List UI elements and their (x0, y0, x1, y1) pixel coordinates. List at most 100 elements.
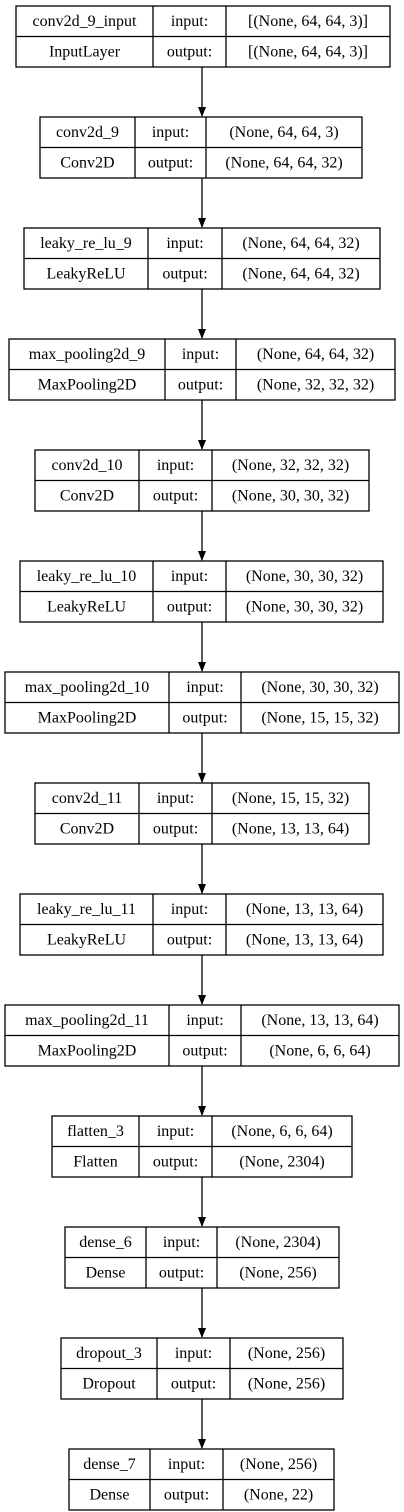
output-shape: (None, 15, 15, 32) (261, 709, 378, 726)
layer-name: dense_6 (79, 1234, 131, 1251)
input-port-label: input: (157, 457, 194, 474)
layer-class: Conv2D (60, 154, 114, 171)
layer-class: Conv2D (60, 820, 114, 837)
layer-class: LeakyReLU (47, 598, 127, 615)
output-port-label: output: (153, 487, 198, 504)
output-shape: (None, 256) (239, 1264, 316, 1281)
input-shape: (None, 64, 64, 32) (257, 346, 374, 363)
input-port-label: input: (171, 901, 208, 918)
output-port-label: output: (153, 1153, 198, 1170)
output-shape: (None, 6, 6, 64) (269, 1042, 370, 1059)
layer-name: conv2d_9_input (33, 13, 138, 30)
input-shape: (None, 64, 64, 32) (242, 235, 359, 252)
layer-class: Dense (86, 1264, 126, 1281)
output-port-label: output: (167, 931, 212, 948)
layer-class: InputLayer (49, 43, 121, 60)
output-port-label: output: (167, 43, 212, 60)
output-shape: (None, 13, 13, 64) (246, 931, 363, 948)
input-shape: [(None, 64, 64, 3)] (248, 13, 368, 30)
layer-name: conv2d_11 (52, 790, 123, 807)
layer-class: MaxPooling2D (38, 1042, 137, 1059)
output-port-label: output: (167, 598, 212, 615)
layer-class: MaxPooling2D (38, 709, 137, 726)
output-shape: (None, 30, 30, 32) (246, 598, 363, 615)
output-shape: (None, 13, 13, 64) (232, 820, 349, 837)
output-shape: (None, 22) (244, 1486, 313, 1503)
input-port-label: input: (166, 235, 203, 252)
layer-name: conv2d_10 (51, 457, 122, 474)
input-port-label: input: (157, 1123, 194, 1140)
output-shape: (None, 64, 64, 32) (242, 265, 359, 282)
output-shape: [(None, 64, 64, 3)] (248, 43, 368, 60)
output-shape: (None, 256) (248, 1375, 325, 1392)
layer-name: max_pooling2d_9 (29, 346, 145, 363)
output-port-label: output: (182, 1042, 227, 1059)
layer-class: LeakyReLU (46, 265, 126, 282)
layer-class: LeakyReLU (47, 931, 127, 948)
output-port-label: output: (153, 820, 198, 837)
input-port-label: input: (168, 1456, 205, 1473)
output-shape: (None, 30, 30, 32) (232, 487, 349, 504)
output-shape: (None, 2304) (239, 1153, 324, 1170)
layer-name: flatten_3 (67, 1123, 124, 1140)
layer-class: Dropout (82, 1375, 136, 1392)
input-shape: (None, 13, 13, 64) (246, 901, 363, 918)
layer-class: Flatten (73, 1153, 117, 1170)
output-port-label: output: (159, 1264, 204, 1281)
output-port-label: output: (178, 376, 223, 393)
layer-name: leaky_re_lu_10 (37, 568, 137, 585)
layer-name: dropout_3 (76, 1345, 142, 1362)
output-port-label: output: (162, 265, 207, 282)
output-port-label: output: (164, 1486, 209, 1503)
input-shape: (None, 13, 13, 64) (261, 1012, 378, 1029)
input-port-label: input: (163, 1234, 200, 1251)
layer-class: MaxPooling2D (38, 376, 137, 393)
input-shape: (None, 30, 30, 32) (261, 679, 378, 696)
input-port-label: input: (186, 1012, 223, 1029)
layer-class: Dense (90, 1486, 130, 1503)
input-port-label: input: (175, 1345, 212, 1362)
input-port-label: input: (157, 790, 194, 807)
input-shape: (None, 15, 15, 32) (232, 790, 349, 807)
input-shape: (None, 256) (240, 1456, 317, 1473)
input-port-label: input: (186, 679, 223, 696)
output-shape: (None, 64, 64, 32) (225, 154, 342, 171)
layer-name: max_pooling2d_11 (25, 1012, 149, 1029)
input-shape: (None, 2304) (235, 1234, 320, 1251)
layer-name: leaky_re_lu_9 (40, 235, 132, 252)
layer-class: Conv2D (60, 487, 114, 504)
input-port-label: input: (171, 13, 208, 30)
input-shape: (None, 256) (248, 1345, 325, 1362)
output-port-label: output: (182, 709, 227, 726)
layer-name: conv2d_9 (56, 124, 119, 141)
output-shape: (None, 32, 32, 32) (257, 376, 374, 393)
input-port-label: input: (182, 346, 219, 363)
input-shape: (None, 64, 64, 3) (229, 124, 338, 141)
input-shape: (None, 32, 32, 32) (232, 457, 349, 474)
layer-name: dense_7 (83, 1456, 135, 1473)
input-shape: (None, 30, 30, 32) (246, 568, 363, 585)
output-port-label: output: (148, 154, 193, 171)
input-shape: (None, 6, 6, 64) (231, 1123, 332, 1140)
layer-name: max_pooling2d_10 (25, 679, 149, 696)
layer-name: leaky_re_lu_11 (37, 901, 136, 918)
input-port-label: input: (152, 124, 189, 141)
input-port-label: input: (171, 568, 208, 585)
output-port-label: output: (171, 1375, 216, 1392)
